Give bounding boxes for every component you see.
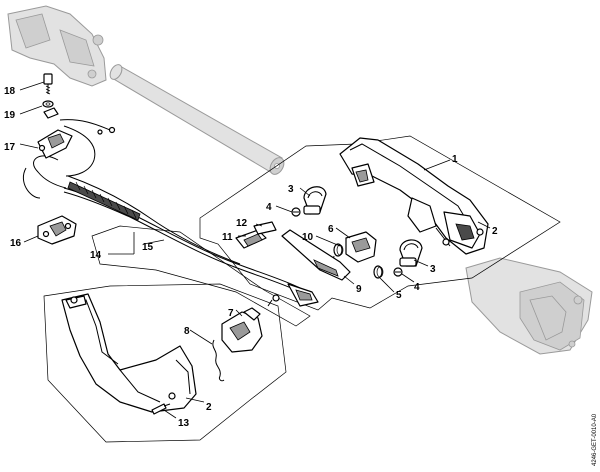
label-part-12: 12 <box>236 218 248 229</box>
label-part-2a: 2 <box>492 226 498 237</box>
label-part-13: 13 <box>178 418 190 429</box>
label-part-18: 18 <box>4 86 16 97</box>
screw-13 <box>151 403 171 415</box>
label-part-5: 5 <box>396 290 402 301</box>
washer-19 <box>42 100 59 119</box>
handle-housing-upper <box>339 137 489 255</box>
label-part-7: 7 <box>228 308 234 319</box>
label-part-19: 19 <box>4 110 16 121</box>
throttle-trigger-6 <box>345 231 377 263</box>
screw-4-upper <box>291 207 301 217</box>
drive-tube-ghost <box>109 64 285 175</box>
screw-18 <box>43 73 53 95</box>
trigger-7 <box>221 307 263 353</box>
label-part-8: 8 <box>184 326 190 337</box>
clamp-3-lower <box>399 239 423 267</box>
label-part-15: 15 <box>142 242 154 253</box>
throttle-lever-9 <box>281 229 351 281</box>
gear-housing-ghost <box>465 257 593 355</box>
label-part-2b: 2 <box>206 402 212 413</box>
label-part-4b: 4 <box>414 282 420 293</box>
label-part-17: 17 <box>4 142 16 153</box>
spring-5 <box>373 265 384 279</box>
rear-handle-housing <box>61 293 197 413</box>
throttle-cable-14-15 <box>22 119 319 307</box>
leader-lines <box>19 81 491 419</box>
label-part-11: 11 <box>222 232 233 243</box>
reference-code: 4246-GET-0010-A0 <box>592 413 598 466</box>
clamp-3-upper <box>303 186 327 215</box>
screw-4-lower <box>393 267 403 277</box>
bracket-16 <box>37 215 77 245</box>
engine-housing-ghost <box>7 5 107 87</box>
label-part-3b: 3 <box>430 264 436 275</box>
group-outline-rear-handle <box>43 283 287 443</box>
group-outline-cable <box>91 225 311 327</box>
label-part-14: 14 <box>90 250 102 261</box>
label-part-16: 16 <box>10 238 22 249</box>
label-part-1: 1 <box>452 154 458 165</box>
label-part-3a: 3 <box>288 184 294 195</box>
contact-plate-17 <box>37 129 73 159</box>
label-part-6: 6 <box>328 224 334 235</box>
label-part-10: 10 <box>302 232 314 243</box>
label-part-9: 9 <box>356 284 362 295</box>
contact-spring-12 <box>253 221 277 235</box>
label-part-4a: 4 <box>266 202 272 213</box>
spring-8 <box>212 339 225 382</box>
